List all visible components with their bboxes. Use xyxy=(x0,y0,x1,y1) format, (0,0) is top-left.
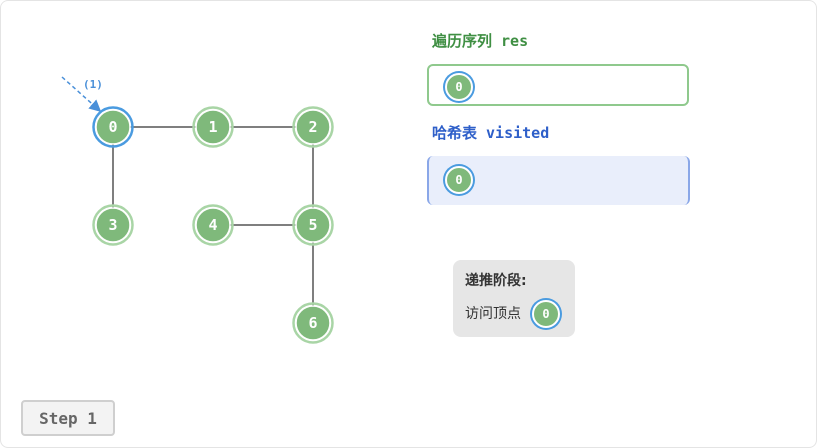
node-ring-5 xyxy=(292,204,334,246)
node-ring-3 xyxy=(92,204,134,246)
node-ring-0 xyxy=(92,106,134,148)
node-label-3: 3 xyxy=(108,216,117,234)
node-body-0 xyxy=(95,109,131,145)
node-ring-6 xyxy=(292,302,334,344)
visited-item: 0 xyxy=(445,166,473,194)
node-label-6: 6 xyxy=(308,314,317,332)
res-item: 0 xyxy=(445,73,473,101)
node-body-2 xyxy=(295,109,331,145)
graph-node-4: 4 xyxy=(192,204,234,246)
node-body-1 xyxy=(195,109,231,145)
node-body-5 xyxy=(295,207,331,243)
node-ring-4 xyxy=(192,204,234,246)
node-ring-2 xyxy=(292,106,334,148)
node-body-4 xyxy=(195,207,231,243)
visited-hash-box: 0 xyxy=(427,156,690,205)
graph-node-3: 3 xyxy=(92,204,134,246)
graph-node-5: 5 xyxy=(292,204,334,246)
res-sequence-box: 0 xyxy=(427,64,689,106)
visited-title: 哈希表 visited xyxy=(432,124,550,142)
entry-arrow xyxy=(61,76,102,112)
phase-vertex: 0 xyxy=(532,300,560,328)
node-label-4: 4 xyxy=(208,216,217,234)
node-ring-1 xyxy=(192,106,234,148)
graph-node-1: 1 xyxy=(192,106,234,148)
res-title: 遍历序列 res xyxy=(432,32,529,50)
node-label-1: 1 xyxy=(208,118,217,136)
node-body-3 xyxy=(95,207,131,243)
node-label-2: 2 xyxy=(308,118,317,136)
entry-annotation-label: (1) xyxy=(83,78,103,91)
phase-text: 访问顶点 xyxy=(465,306,521,322)
phase-note: 递推阶段: 访问顶点 0 xyxy=(453,260,575,337)
graph-node-6: 6 xyxy=(292,302,334,344)
phase-title: 递推阶段: xyxy=(465,273,527,289)
step-button[interactable]: Step 1 xyxy=(21,400,115,436)
node-label-0: 0 xyxy=(108,118,117,136)
node-label-5: 5 xyxy=(308,216,317,234)
graph-node-2: 2 xyxy=(292,106,334,148)
node-body-6 xyxy=(295,305,331,341)
graph-diagram: (1) 0 1 2 3 4 5 6 xyxy=(61,76,334,344)
graph-node-0: 0 xyxy=(92,106,134,148)
